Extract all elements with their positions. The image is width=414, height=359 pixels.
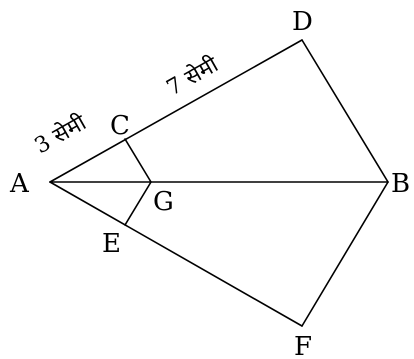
segment-FB xyxy=(301,181,389,327)
point-label-A: A xyxy=(9,169,30,199)
segment-GE xyxy=(124,181,152,226)
segment-DB xyxy=(301,39,389,183)
length-label-AC: 3 सेमी xyxy=(30,110,91,160)
segment-AF xyxy=(49,181,303,327)
point-label-G: G xyxy=(153,187,174,217)
point-label-D: D xyxy=(292,7,313,37)
point-label-C: C xyxy=(110,111,130,141)
point-label-E: E xyxy=(102,229,121,259)
segment-CG xyxy=(124,138,152,183)
point-label-B: B xyxy=(391,169,410,199)
segment-AD xyxy=(49,39,303,183)
length-label-CD: 7 सेमी xyxy=(162,52,223,102)
point-label-F: F xyxy=(294,332,312,359)
